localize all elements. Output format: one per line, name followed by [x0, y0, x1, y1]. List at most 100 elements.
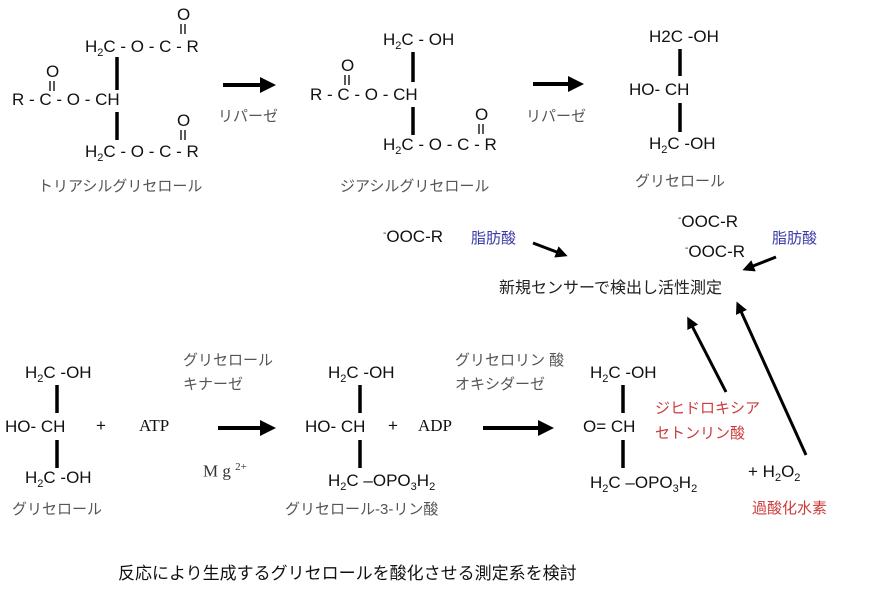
formula-part: H	[383, 30, 396, 49]
triacylglycerol-label: トリアシルグリセロール	[38, 178, 203, 195]
magnesium-cofactor: M g 2+	[203, 457, 247, 482]
enzyme-gpo-2: オキシダーゼ	[455, 376, 546, 393]
formula-part: 2	[97, 152, 104, 164]
formula-part: 2	[97, 47, 104, 59]
formula-part: H	[85, 37, 98, 56]
enzyme-glycerol-kinase-1: グリセロール	[183, 352, 274, 369]
formula-part: C -OH	[43, 363, 92, 382]
formula-part: H	[649, 134, 662, 153]
lipase-label: リパーゼ	[218, 108, 279, 125]
formula-part: C - O - C - R	[103, 142, 199, 161]
formula-part: C –OPO	[608, 473, 673, 492]
formula-tag-mid: R - C - O - CH	[12, 90, 120, 110]
carbonyl-oxygen: O	[475, 105, 489, 124]
hydrogen-peroxide-label: 過酸化水素	[752, 500, 828, 517]
formula-h2o2: + H2O2	[748, 462, 801, 484]
formula-part: OOC-R	[386, 227, 444, 246]
formula-part: O	[781, 462, 795, 481]
formula-part: OOC-R	[681, 212, 739, 231]
formula-part: 2	[774, 472, 782, 484]
formula-gly2-bot: H2C -OH	[25, 468, 92, 490]
formula-part: C -OH	[667, 134, 716, 153]
formula-part: -	[678, 213, 682, 224]
carbonyl-oxygen: O	[46, 62, 60, 81]
mg-symbol: M g	[203, 461, 231, 481]
mg-charge: 2+	[235, 461, 247, 473]
formula-part: H	[416, 471, 430, 490]
formula-part: 3	[410, 481, 417, 493]
formula-part: H	[25, 363, 38, 382]
formula-part: H	[678, 473, 692, 492]
enzyme-glycerol-kinase-2: キナーゼ	[183, 376, 244, 393]
enzyme-gpo-1: グリセロリン 酸	[455, 352, 565, 369]
lipase-label: リパーゼ	[526, 108, 587, 125]
formula-part: -	[685, 243, 689, 254]
formula-part: 2	[794, 472, 801, 484]
formula-tag-bot: H2C - O - C - R	[85, 142, 199, 164]
formula-part: 2	[661, 144, 668, 156]
glycerol-label: グリセロール	[635, 173, 726, 190]
glycerol-label: グリセロール	[12, 501, 103, 518]
formula-part: 2	[602, 373, 609, 385]
formula-g3p-bot: H2C –OPO3H2	[328, 471, 435, 493]
reaction-arrows	[218, 76, 808, 456]
formula-ffa1: -OOC-R	[383, 227, 443, 247]
formula-part: C –OPO	[346, 471, 411, 490]
atp: ATP	[139, 416, 170, 435]
diacylglycerol-label: ジアシルグリセロール	[340, 178, 490, 195]
conclusion-text: 反応により生成するグリセロールを酸化させる測定系を検討	[118, 564, 577, 583]
sensor-detection-text: 新規センサーで検出し活性測定	[499, 280, 723, 297]
formula-g3p-top: H2C -OH	[328, 363, 395, 385]
formula-part: 2	[395, 145, 402, 157]
formula-part: 2	[395, 40, 402, 52]
formula-tag-top: H2C - O - C - R	[85, 37, 199, 59]
formula-ffa3: -OOC-R	[685, 242, 745, 262]
formula-gly1-top: H2C -OH	[649, 27, 719, 47]
fatty-acid-label: 脂肪酸	[772, 230, 818, 247]
single-bonds	[55, 49, 682, 468]
formula-gly1-mid: HO- CH	[629, 80, 689, 100]
carbonyl-oxygen: O	[341, 56, 355, 75]
formula-gly2-mid: HO- CH	[5, 417, 65, 437]
formula-part: H	[25, 468, 38, 487]
formula-part: C - O - C - R	[401, 135, 497, 154]
formula-part: C - OH	[401, 30, 455, 49]
formula-part: H	[85, 142, 98, 161]
formula-part: 2	[691, 483, 698, 495]
formula-part: C -OH	[43, 468, 92, 487]
formula-part: H	[328, 471, 341, 490]
formula-part: 2	[37, 373, 44, 385]
formula-part: R - C - O - CH	[310, 85, 418, 104]
formula-part: H2C -OH	[649, 27, 719, 46]
fatty-acid-label: 脂肪酸	[471, 230, 517, 247]
double-bonds	[49, 24, 484, 140]
formula-dag-bot: H2C - O - C - R	[383, 135, 497, 157]
formula-part: 2	[340, 373, 347, 385]
plus-sign: +	[388, 416, 398, 435]
formula-gly1-bot: H2C -OH	[649, 134, 716, 156]
formula-part: H	[590, 473, 603, 492]
formula-part: 2	[602, 483, 609, 495]
carbonyl-oxygen: O	[177, 111, 191, 130]
plus-sign: +	[96, 416, 106, 435]
formula-part: O= CH	[583, 417, 636, 436]
formula-part: -	[383, 228, 387, 239]
formula-part: HO- CH	[305, 417, 366, 436]
formula-part: HO- CH	[5, 417, 66, 436]
dhap-label-2: セトンリン酸	[655, 425, 746, 442]
formula-dhap-top: H2C -OH	[590, 363, 657, 385]
formula-part: OOC-R	[688, 242, 746, 261]
formula-part: H	[383, 135, 396, 154]
formula-part: H	[590, 363, 603, 382]
formula-part: C -OH	[346, 363, 395, 382]
formula-part: C - O - C - R	[103, 37, 199, 56]
formula-part: 2	[37, 478, 44, 490]
formula-gly2-top: H2C -OH	[25, 363, 92, 385]
formula-part: 3	[672, 483, 679, 495]
formula-dag-top: H2C - OH	[383, 30, 455, 52]
glycerol-3-phosphate-label: グリセロール-3-リン酸	[285, 501, 439, 518]
carbonyl-oxygen: O	[177, 5, 191, 24]
formula-part: R - C - O - CH	[12, 90, 120, 109]
